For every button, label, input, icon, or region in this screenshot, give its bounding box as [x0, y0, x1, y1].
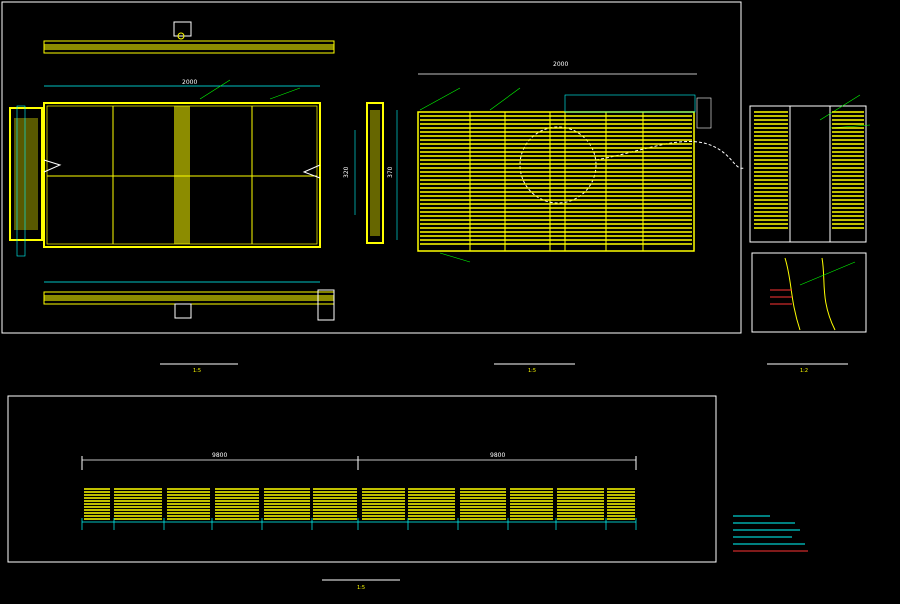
view1-bottom-strip — [43, 281, 335, 321]
notes-block — [733, 515, 808, 552]
dim-side-height: 370 — [387, 166, 394, 178]
caption-view1-scale: 1:5 — [193, 368, 201, 374]
view1-top-strip — [43, 21, 335, 54]
view3-detail — [749, 94, 871, 333]
dim-right-width: 2000 — [553, 61, 568, 68]
caption-bottom-scale: 1:5 — [357, 585, 365, 591]
bottom-elevation: 9800 9800 1:5 — [81, 452, 637, 591]
view-captions: 1:5 1:5 1:2 — [160, 363, 848, 374]
caption-view3-scale: 1:2 — [800, 368, 808, 374]
dim-bottom-right: 9800 — [490, 452, 505, 459]
dim-left-width: 2000 — [182, 79, 197, 86]
dim-bottom-left: 9800 — [212, 452, 227, 459]
side-section: 320 370 — [343, 102, 398, 244]
dim-left-height: 320 — [343, 166, 350, 178]
top-frame — [1, 1, 742, 334]
view2-panel: 2000 — [417, 61, 746, 263]
caption-view2-scale: 1:5 — [528, 368, 536, 374]
bottom-frame — [7, 395, 717, 563]
view1-plan: 2000 — [9, 79, 321, 257]
